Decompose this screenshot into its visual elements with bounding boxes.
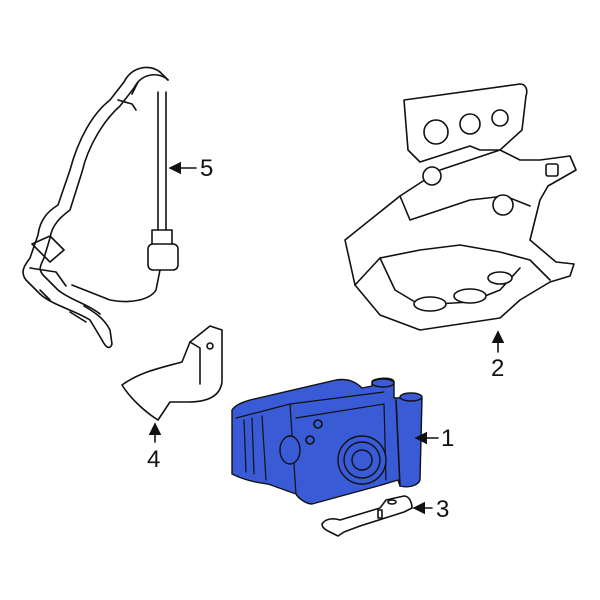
callout-4: 4 — [147, 446, 160, 473]
callout-3: 3 — [436, 496, 449, 523]
part-5-tube[interactable] — [22, 66, 197, 349]
part-3-small-bracket[interactable] — [321, 495, 433, 537]
part-2-bracket[interactable] — [344, 83, 577, 353]
part-1-module[interactable] — [231, 377, 439, 505]
callout-2: 2 — [491, 355, 504, 382]
callout-5: 5 — [200, 155, 213, 182]
callout-1: 1 — [441, 425, 454, 452]
part-4-shield[interactable] — [121, 325, 223, 443]
